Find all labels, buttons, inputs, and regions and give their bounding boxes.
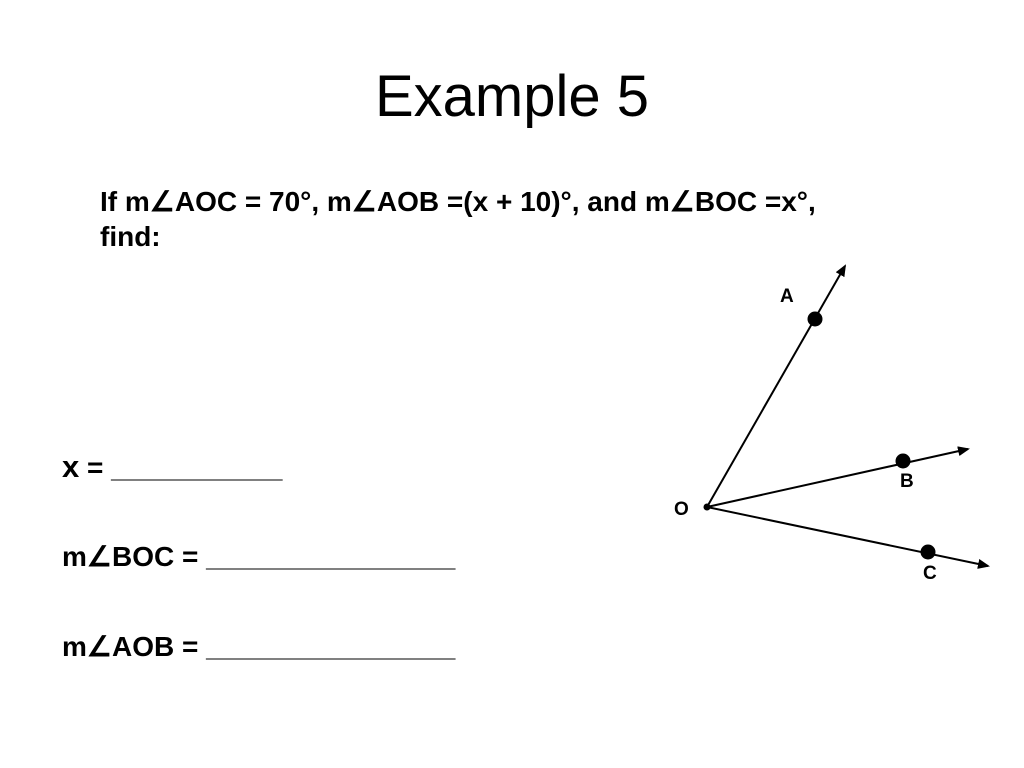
point-c xyxy=(920,544,936,560)
label-a: A xyxy=(780,286,794,307)
problem-line-2: find: xyxy=(100,221,161,252)
answer-x-blank: = ___________ xyxy=(79,452,283,483)
vertex-point-o xyxy=(703,503,711,511)
ray-oc xyxy=(706,506,990,569)
label-o: O xyxy=(674,499,689,520)
problem-line-1: If m∠AOC = 70°, m∠AOB =(x + 10)°, and m∠… xyxy=(100,186,816,217)
point-a xyxy=(807,311,823,327)
answer-angle-boc: m∠BOC = ________________ xyxy=(62,541,456,572)
ray-ob xyxy=(706,446,970,508)
answer-x: x = ___________ xyxy=(62,450,282,485)
point-b xyxy=(895,453,911,469)
label-b: B xyxy=(900,471,914,492)
answer-x-variable: x xyxy=(62,449,80,484)
ray-oa xyxy=(706,264,846,508)
problem-statement: If m∠AOC = 70°, m∠AOB =(x + 10)°, and m∠… xyxy=(100,184,980,254)
answer-angle-aob: m∠AOB = ________________ xyxy=(62,631,456,662)
label-c: C xyxy=(923,563,937,584)
slide-title: Example 5 xyxy=(374,64,650,129)
